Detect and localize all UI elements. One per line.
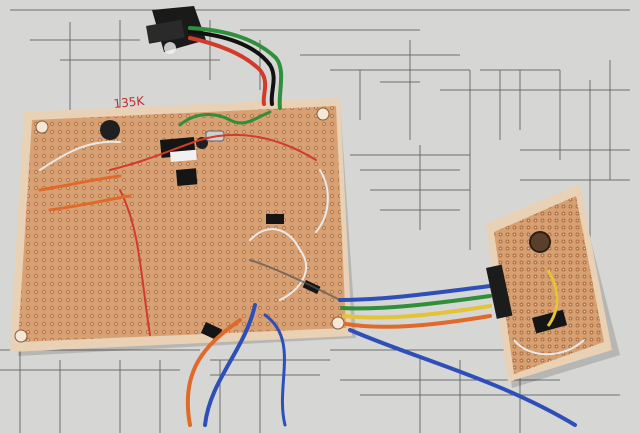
long-wire-orange-bottom bbox=[185, 318, 242, 427]
board-wiring bbox=[38, 110, 341, 336]
ribbon-wire-orange bbox=[344, 314, 492, 329]
ribbon-wire-yellow bbox=[342, 304, 492, 320]
mounting-hole-bottom-left bbox=[14, 329, 28, 343]
daughter-board-grid bbox=[494, 196, 604, 374]
ic-chip-2 bbox=[176, 168, 198, 186]
wire-orange-board-2 bbox=[48, 194, 132, 212]
main-perfboard bbox=[10, 98, 356, 356]
ic-chip-4 bbox=[200, 322, 223, 341]
din-connector-plate bbox=[146, 19, 185, 44]
daughter-board bbox=[486, 184, 620, 388]
wire-black-connector bbox=[188, 30, 276, 106]
capacitor bbox=[100, 120, 120, 140]
main-perfboard-grid bbox=[18, 106, 346, 342]
mounting-hole-top-left bbox=[35, 120, 49, 134]
wire-orange-board-1 bbox=[38, 174, 122, 192]
ribbon-wire-blue bbox=[338, 284, 492, 302]
wire-red-connector bbox=[188, 36, 268, 106]
long-wire-blue-right bbox=[348, 328, 577, 427]
daughter-board-yellow-wire bbox=[546, 269, 559, 327]
connector-wires bbox=[188, 26, 284, 110]
wire-green-connector bbox=[188, 26, 284, 110]
wire-white-board-3 bbox=[315, 169, 329, 233]
white-label-component bbox=[170, 149, 197, 162]
daughter-board-header bbox=[486, 264, 513, 319]
schematic-lines bbox=[0, 9, 630, 433]
wire-white-board-1 bbox=[39, 140, 121, 171]
daughter-board-potentiometer bbox=[529, 231, 551, 253]
mounting-hole-top-right bbox=[316, 107, 330, 121]
mounting-hole-bottom-right bbox=[331, 316, 345, 330]
ic-chip-3 bbox=[266, 214, 284, 224]
wire-red-board-2 bbox=[119, 189, 151, 336]
daughter-board-white-wire bbox=[513, 339, 585, 356]
wire-bus-cluster bbox=[249, 259, 341, 301]
bottom-wires bbox=[185, 303, 577, 427]
wire-green-board bbox=[178, 110, 272, 127]
din-connector-hole bbox=[164, 42, 176, 54]
handwritten-annotation: 135K bbox=[113, 94, 146, 111]
wire-white-board-2 bbox=[249, 228, 307, 301]
ribbon-wires bbox=[338, 284, 492, 329]
wire-red-board-1 bbox=[109, 133, 317, 171]
long-wire-blue-bottom bbox=[203, 303, 257, 427]
ribbon-wire-green bbox=[340, 294, 492, 311]
long-wire-blue-2 bbox=[263, 313, 287, 427]
